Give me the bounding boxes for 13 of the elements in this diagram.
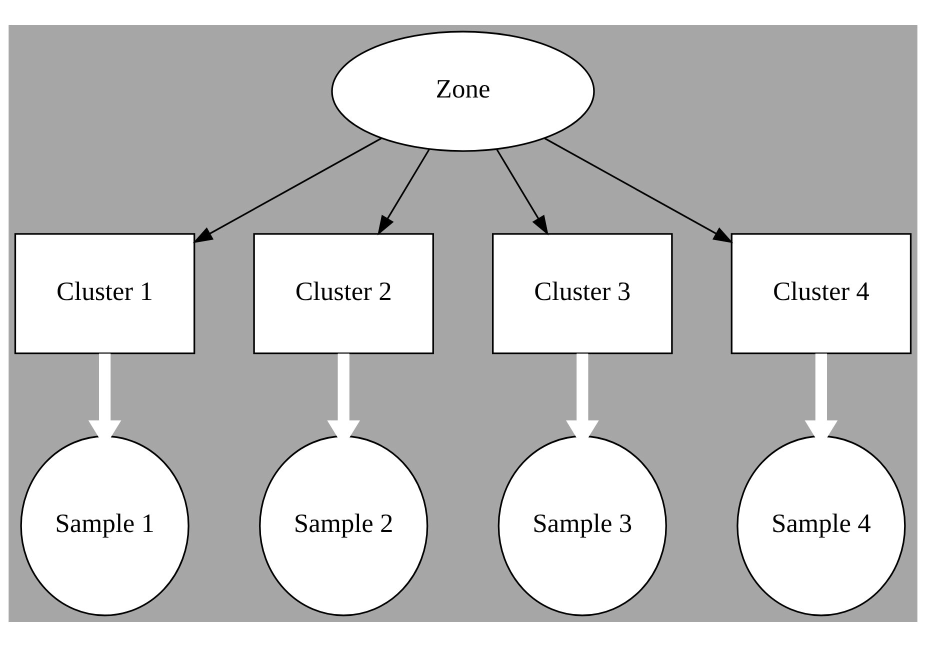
node-ellipse: Zone: [331, 30, 595, 152]
node-circle: Sample 3: [498, 435, 667, 616]
node-box: Cluster 3: [492, 233, 673, 354]
arrow: [544, 138, 734, 244]
node-box: Cluster 1: [14, 233, 196, 354]
arrow: [496, 149, 548, 236]
node-circle: Sample 2: [259, 435, 428, 616]
arrow: [378, 149, 430, 236]
arrow: [192, 138, 382, 244]
node-box: Cluster 4: [730, 233, 912, 354]
node-circle: Sample 1: [20, 435, 190, 616]
node-circle: Sample 4: [736, 435, 906, 616]
node-box: Cluster 2: [253, 233, 434, 354]
